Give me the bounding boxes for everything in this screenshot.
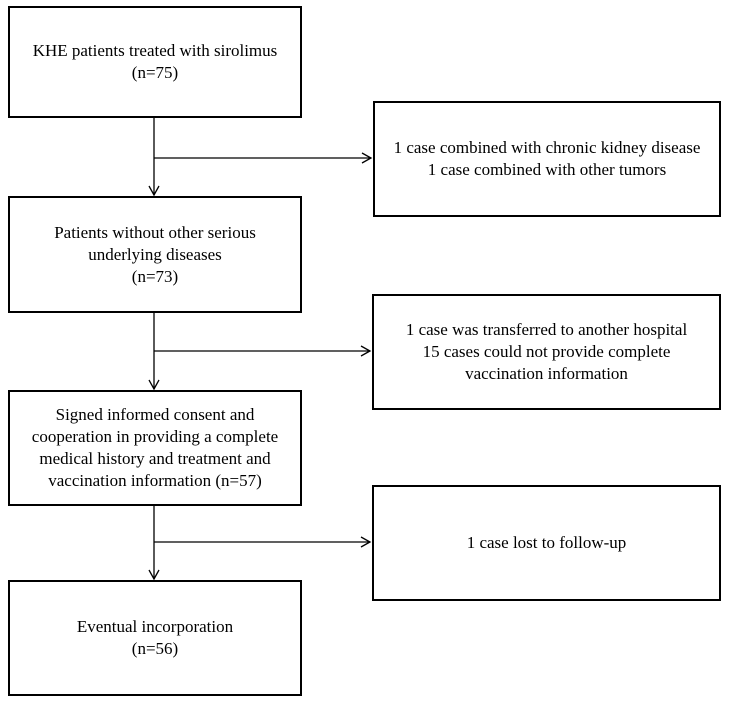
exclusion-box-transfer-incomplete: 1 case was transferred to another hospit… xyxy=(372,294,721,410)
step-count: (n=75) xyxy=(131,63,179,82)
exclusion-text: vaccination information xyxy=(465,364,628,383)
step-text: vaccination information (n=57) xyxy=(48,471,262,490)
step-box-no-serious-disease: Patients without other serious underlyin… xyxy=(8,196,302,313)
step-text: medical history and treatment and xyxy=(39,449,271,468)
step-text: Eventual incorporation xyxy=(76,617,234,636)
step-count: (n=73) xyxy=(131,266,179,286)
step-text: KHE patients treated with sirolimus xyxy=(32,41,278,60)
exclusion-text: 15 cases could not provide complete xyxy=(422,342,671,361)
exclusion-text: 1 case was transferred to another hospit… xyxy=(405,320,688,339)
exclusion-box-lost-followup: 1 case lost to follow-up xyxy=(372,485,721,601)
step-box-final: Eventual incorporation (n=56) xyxy=(8,580,302,696)
step-text: underlying diseases xyxy=(88,244,222,264)
step-box-enrolled: KHE patients treated with sirolimus (n=7… xyxy=(8,6,302,118)
exclusion-text: 1 case combined with chronic kidney dise… xyxy=(393,138,701,157)
step-count: (n=56) xyxy=(131,639,179,658)
exclusion-text: 1 case lost to follow-up xyxy=(466,533,627,552)
exclusion-text: 1 case combined with other tumors xyxy=(427,160,667,179)
step-text: cooperation in providing a complete xyxy=(31,427,279,446)
step-text: Patients without other serious xyxy=(54,222,256,242)
step-box-consent: Signed informed consent and cooperation … xyxy=(8,390,302,506)
step-text: Signed informed consent and xyxy=(55,405,255,424)
exclusion-box-comorbidity: 1 case combined with chronic kidney dise… xyxy=(373,101,721,217)
